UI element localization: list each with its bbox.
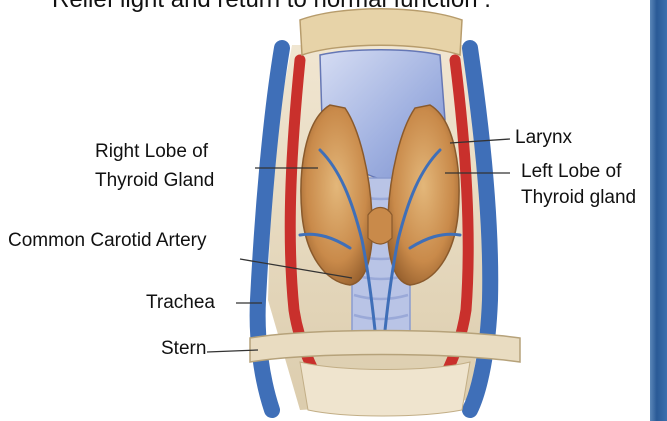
trachea-label: Trachea (146, 292, 215, 314)
side-image-strip (650, 0, 667, 421)
left-lobe-label-line1: Left Lobe of (521, 161, 621, 183)
right-lobe-label-line1: Right Lobe of (95, 141, 208, 163)
larynx-label: Larynx (515, 127, 572, 149)
left-lobe-label-line2: Thyroid gland (521, 187, 636, 209)
thyroid-isthmus (368, 208, 392, 245)
sternum-label: Stern (161, 338, 206, 360)
sternum-lower (300, 362, 470, 416)
right-lobe-label-line2: Thyroid Gland (95, 170, 214, 192)
common-carotid-label: Common Carotid Artery (8, 230, 207, 252)
